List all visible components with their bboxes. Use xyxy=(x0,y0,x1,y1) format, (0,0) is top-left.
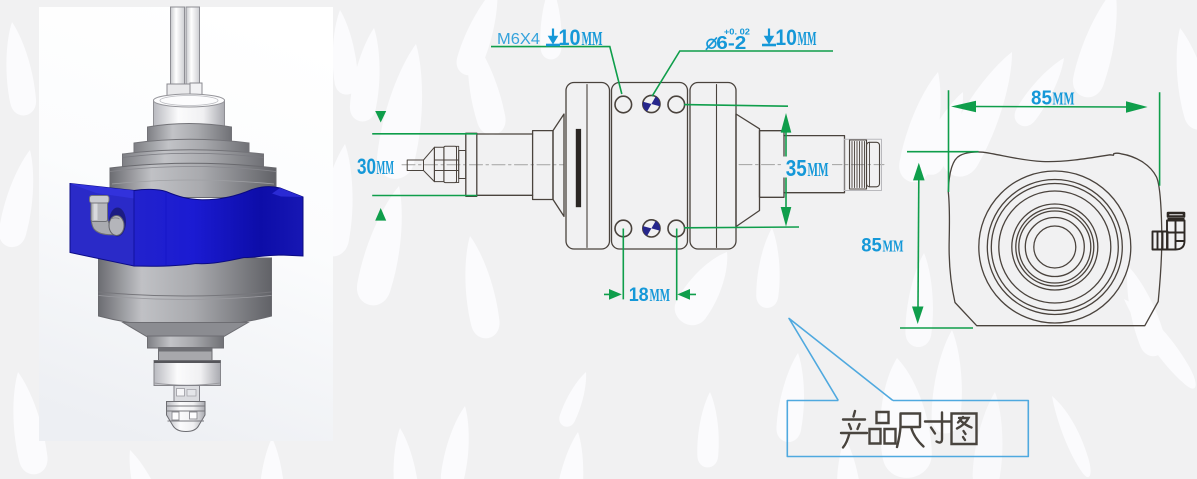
svg-text:MM: MM xyxy=(808,159,829,181)
svg-text:MM: MM xyxy=(1053,89,1075,109)
svg-text:MM: MM xyxy=(377,157,395,179)
svg-text:85: 85 xyxy=(1031,88,1052,110)
svg-text:M6X4: M6X4 xyxy=(497,31,540,48)
svg-text:10: 10 xyxy=(775,25,797,50)
svg-text:35: 35 xyxy=(786,155,807,181)
svg-text:MM: MM xyxy=(798,28,817,50)
svg-text:18: 18 xyxy=(629,284,649,306)
svg-text:6-2: 6-2 xyxy=(716,33,746,53)
svg-text:+0. 02: +0. 02 xyxy=(724,28,751,37)
svg-text:MM: MM xyxy=(582,28,603,50)
svg-text:MM: MM xyxy=(650,285,671,305)
svg-text:85: 85 xyxy=(861,235,882,256)
svg-text:10: 10 xyxy=(559,25,581,50)
svg-text:MM: MM xyxy=(883,236,904,255)
svg-text:30: 30 xyxy=(357,154,376,179)
